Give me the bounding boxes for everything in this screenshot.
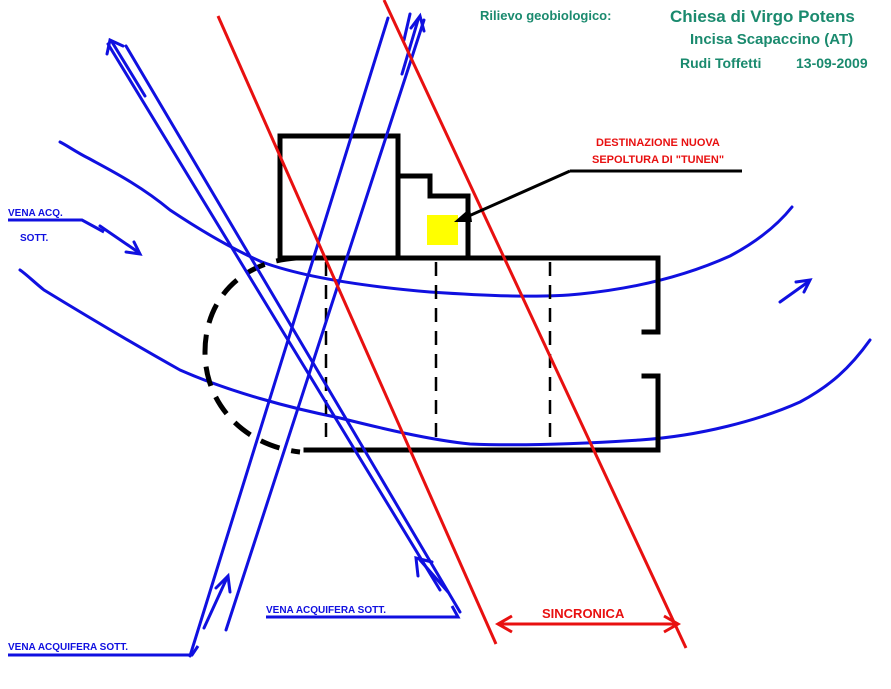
sincronica-line-right	[382, 0, 688, 649]
nave-right-wall-upper	[641, 255, 661, 335]
destination-label-line1: DESTINAZIONE NUOVA	[596, 137, 720, 149]
arrow-left-vein-shaft	[98, 224, 140, 254]
arrow-top-left-shaft	[110, 40, 147, 98]
interior-dashed-partitions	[324, 262, 552, 446]
water-vein-lower-curve	[18, 268, 872, 447]
arrow-top-center-head	[409, 12, 426, 33]
destination-pointer-leader	[461, 169, 571, 221]
town-name: Incisa Scapaccino (AT)	[690, 31, 853, 48]
arrow-right-vein-shaft	[778, 280, 810, 304]
church-name: Chiesa di Virgo Potens	[670, 7, 855, 26]
water-vein-curves	[18, 140, 872, 447]
arrow-top-center-shaft	[400, 18, 420, 76]
vein-bottom-left-label: VENA ACQUIFERA SOTT.	[8, 642, 128, 653]
vein-diagonal-c	[188, 16, 390, 658]
water-vein-upper-curve	[58, 140, 794, 298]
arrow-right-vein-head	[794, 278, 813, 294]
vein-left-leader	[8, 218, 105, 234]
vein-diagonal-a	[106, 42, 442, 592]
vein-left-label-line2: SOTT.	[20, 233, 49, 244]
arrow-bottom-center-head	[414, 556, 434, 578]
label-leaders	[8, 218, 461, 657]
vein-flow-arrows	[98, 12, 813, 630]
dashed-ellipse-outline	[202, 255, 301, 455]
nave-right-wall-lower	[641, 373, 661, 453]
sincronica-arrow-head-right	[663, 614, 682, 634]
arrow-top-left-head	[105, 37, 125, 56]
destination-pointer	[461, 169, 742, 221]
water-vein-diagonals	[106, 16, 462, 658]
destination-label-line2: SEPOLTURA DI "TUNEN"	[592, 154, 724, 166]
arrow-bottom-left-head	[214, 572, 232, 594]
vein-bottom-center-label: VENA ACQUIFERA SOTT.	[266, 605, 386, 616]
arrow-top-center-tail	[402, 12, 412, 42]
destination-pointer-arrowhead	[454, 208, 472, 222]
vein-left-label-line1: VENA ACQ.	[8, 208, 63, 219]
sincronica-label: SINCRONICA	[542, 606, 625, 621]
vein-bottom-center-leader	[266, 605, 461, 619]
sincronica-line-left	[216, 15, 498, 645]
arrow-left-vein-head	[124, 240, 143, 256]
survey-label: Rilievo geobiologico:	[480, 8, 611, 23]
survey-date: 13-09-2009	[796, 55, 868, 71]
author-name: Rudi Toffetti	[680, 55, 761, 71]
burial-location-marker	[427, 215, 458, 245]
arrow-bottom-center-shaft	[418, 558, 450, 594]
arrow-bottom-left-shaft	[202, 578, 228, 630]
sincronica-arrow-head-left	[494, 614, 513, 634]
vein-bottom-left-leader	[8, 645, 200, 657]
sincronica-lines	[216, 0, 688, 649]
vein-diagonal-d	[224, 18, 426, 632]
front-block-outline	[277, 133, 401, 261]
